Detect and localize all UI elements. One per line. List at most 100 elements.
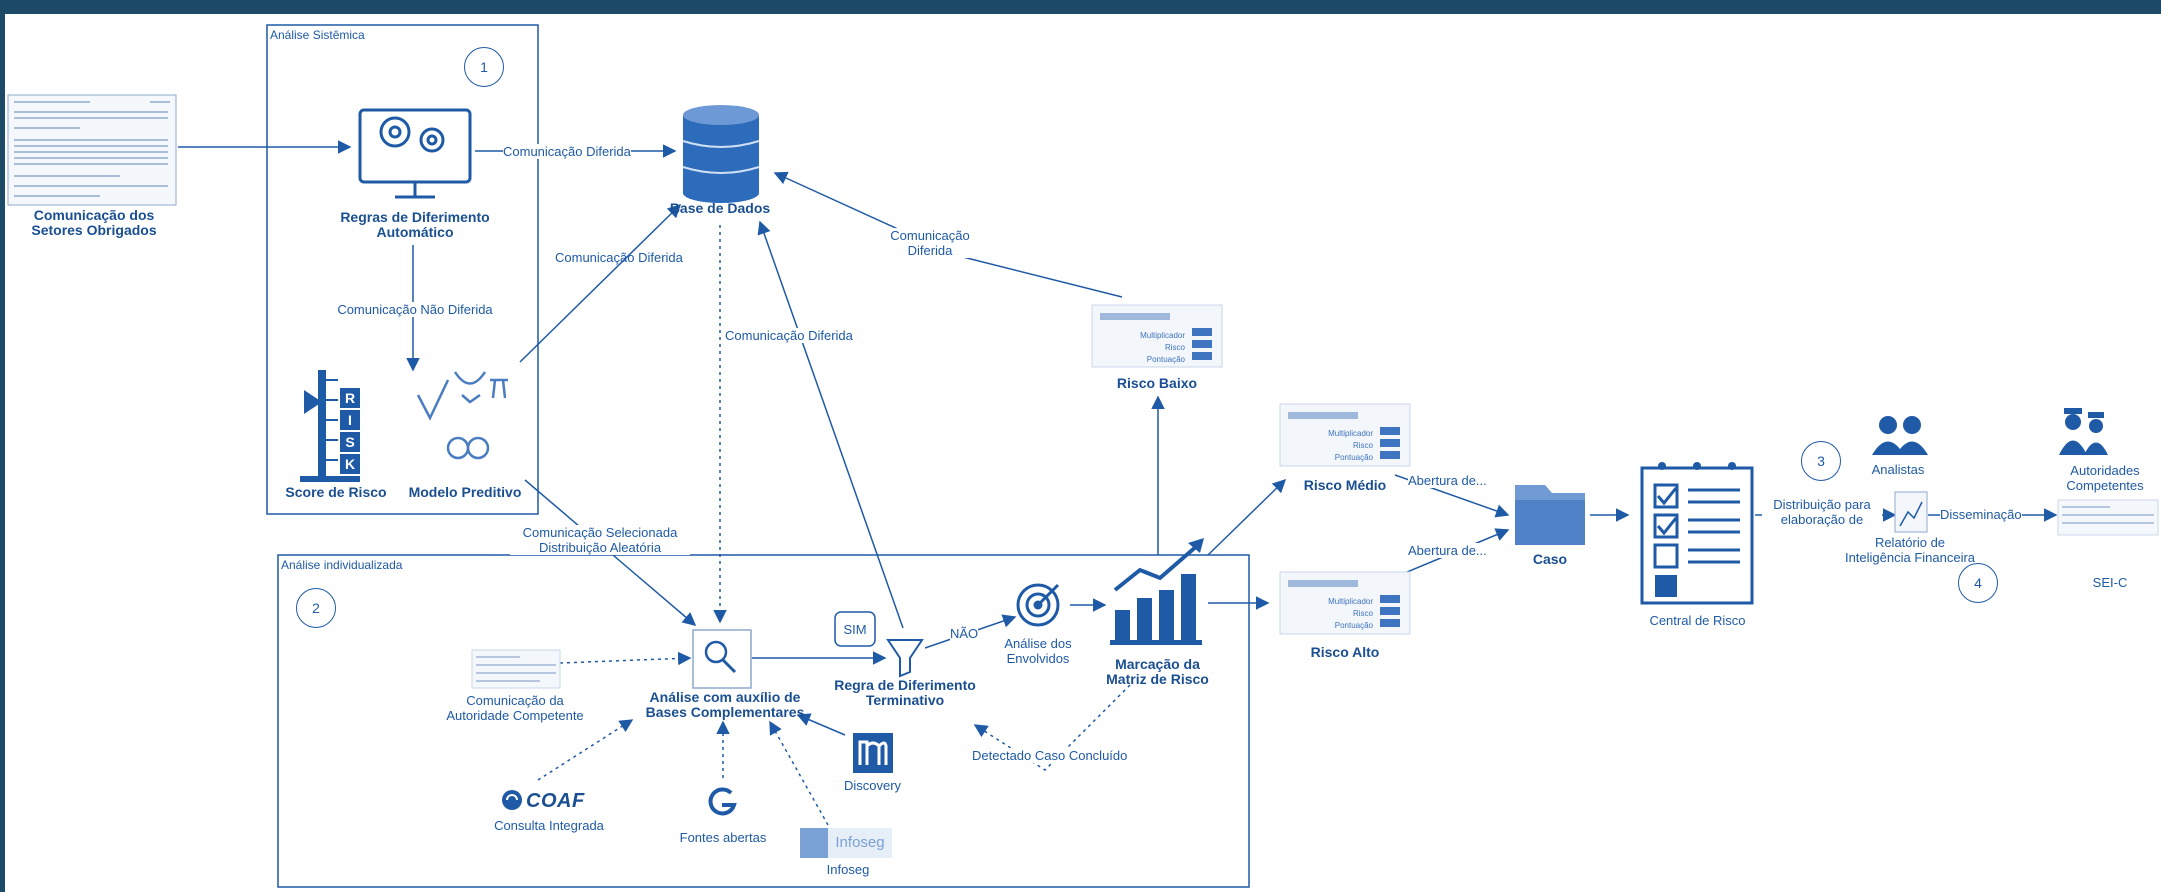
marcacao-matriz-line2: Matriz de Risco bbox=[1106, 671, 1209, 687]
edge-label-comunicacao-diferida-4: Comunicação Diferida bbox=[880, 228, 980, 258]
sim-label: SIM bbox=[843, 622, 867, 637]
clipboard-icon bbox=[1640, 462, 1754, 605]
analise-sistemica-box bbox=[266, 24, 539, 515]
edge-label-distribuicao-line1: Distribuição para bbox=[1773, 497, 1871, 512]
edge-label-selecionada-line2: Distribuição Aleatória bbox=[538, 540, 662, 555]
risk-card-medio-fields: Multiplicador Risco Pontuação bbox=[1313, 428, 1373, 464]
base-dados-label: Base de Dados bbox=[669, 200, 771, 216]
sim-box bbox=[834, 611, 876, 647]
risk-card-medio bbox=[1279, 403, 1411, 467]
relatorio-line1: Relatório de bbox=[1874, 535, 1946, 550]
edge-label-comunicacao-diferida-3: Comunicação Diferida bbox=[725, 328, 853, 343]
step-3-badge: 3 bbox=[1801, 441, 1841, 481]
comunicacao-autoridade-line2: Autoridade Competente bbox=[446, 708, 584, 723]
risk-card-baixo-risco: Risco bbox=[1164, 343, 1185, 352]
edge-label-comunicacao-diferida-4-line2: Diferida bbox=[907, 243, 953, 258]
officers-icon bbox=[2059, 408, 2108, 455]
risk-card-medio-pontuacao: Pontuação bbox=[1334, 453, 1373, 462]
regra-terminativo-line2: Terminativo bbox=[865, 692, 945, 708]
analise-envolvidos-line1: Análise dos bbox=[1004, 636, 1072, 651]
svg-text:K: K bbox=[345, 456, 355, 472]
infoseg-label: Infoseg bbox=[826, 862, 870, 877]
edge-label-nao-diferida: Comunicação Não Diferida bbox=[330, 302, 500, 317]
google-icon bbox=[708, 787, 737, 816]
edge-matriz-to-regra bbox=[973, 684, 1131, 771]
risk-card-alto-fields: Multiplicador Risco Pontuação bbox=[1313, 596, 1373, 632]
risco-medio-label: Risco Médio bbox=[1303, 477, 1387, 493]
coaf-logo-text: COAF bbox=[526, 790, 585, 812]
target-icon bbox=[1016, 583, 1060, 627]
analise-auxilio-label: Análise com auxílio de Bases Complementa… bbox=[625, 690, 825, 720]
risk-card-medio-risco: Risco bbox=[1352, 441, 1373, 450]
relatorio-line2: Inteligência Financeira bbox=[1844, 550, 1976, 565]
edge-infoseg-to-analise bbox=[769, 720, 829, 826]
edge-coaf-to-analise bbox=[537, 719, 634, 781]
comunicacao-setores-label: Comunicação dos Setores Obrigados bbox=[14, 208, 174, 238]
edge-autoridade-to-analise bbox=[559, 651, 692, 666]
funnel-icon bbox=[886, 639, 924, 678]
authority-document-icon bbox=[471, 649, 561, 689]
analise-sistemica-title: Análise Sistêmica bbox=[270, 28, 365, 42]
caso-label: Caso bbox=[1532, 551, 1568, 567]
top-border bbox=[0, 0, 2161, 14]
relatorio-label: Relatório de Inteligência Financeira bbox=[1840, 535, 1980, 565]
marcacao-matriz-line1: Marcação da bbox=[1115, 656, 1200, 672]
risk-card-alto-risco: Risco bbox=[1352, 609, 1373, 618]
edge-label-abertura-2: Abertura de... bbox=[1408, 543, 1487, 558]
risk-card-baixo bbox=[1091, 304, 1223, 368]
risk-card-alto-multiplicador: Multiplicador bbox=[1328, 597, 1373, 606]
sei-c-label: SEI-C bbox=[2092, 575, 2128, 590]
people-icon bbox=[1872, 416, 1928, 455]
comunicacao-autoridade-label: Comunicação da Autoridade Competente bbox=[440, 693, 590, 723]
analise-envolvidos-line2: Envolvidos bbox=[1006, 651, 1070, 666]
autoridades-line2: Competentes bbox=[2066, 478, 2144, 493]
edge-label-distribuicao-line2: elaboração de bbox=[1780, 512, 1864, 527]
svg-text:R: R bbox=[345, 390, 355, 406]
autoridades-line1: Autoridades bbox=[2070, 463, 2140, 478]
discovery-label: Discovery bbox=[843, 778, 902, 793]
edge-label-disseminacao: Disseminação bbox=[1940, 507, 2022, 522]
autoridades-label: Autoridades Competentes bbox=[2050, 463, 2160, 493]
infoseg-logo-mark bbox=[800, 828, 892, 858]
edge-label-selecionada-line1: Comunicação Selecionada bbox=[522, 525, 678, 540]
edge-discovery-to-analise bbox=[796, 713, 846, 736]
modelo-preditivo-label: Modelo Preditivo bbox=[408, 484, 522, 500]
sei-document-icon bbox=[2057, 499, 2159, 536]
analise-auxilio-line1: Análise com auxílio de bbox=[649, 689, 801, 705]
edge-label-abertura-1: Abertura de... bbox=[1408, 473, 1487, 488]
database-icon bbox=[682, 105, 760, 203]
formula-icon bbox=[416, 371, 508, 460]
analise-individualizada-box bbox=[277, 554, 1250, 888]
fontes-abertas-label: Fontes abertas bbox=[679, 830, 767, 845]
edge-label-nao: NÃO bbox=[950, 626, 979, 641]
svg-text:S: S bbox=[345, 434, 354, 450]
analise-auxilio-line2: Bases Complementares bbox=[645, 704, 805, 720]
analistas-label: Analistas bbox=[1871, 462, 1925, 477]
regras-diferimento-line1: Regras de Diferimento bbox=[340, 209, 490, 225]
regras-diferimento-line2: Automático bbox=[376, 224, 454, 240]
score-risco-label: Score de Risco bbox=[285, 484, 387, 500]
edge-regra-term-to-base bbox=[757, 220, 904, 629]
step-1-badge: 1 bbox=[464, 47, 504, 87]
risk-card-medio-multiplicador: Multiplicador bbox=[1328, 429, 1373, 438]
gears-monitor-icon bbox=[358, 108, 472, 199]
coaf-logo bbox=[502, 790, 522, 810]
risco-baixo-label: Risco Baixo bbox=[1116, 375, 1198, 391]
regra-terminativo-label: Regra de Diferimento Terminativo bbox=[820, 678, 990, 708]
edge-label-detectado: Detectado Caso Concluído bbox=[972, 748, 1128, 763]
edge-matriz-to-medio bbox=[1207, 478, 1287, 556]
comunicacao-setores-line2: Setores Obrigados bbox=[31, 222, 157, 238]
regras-diferimento-label: Regras de Diferimento Automático bbox=[330, 210, 500, 240]
discovery-logo bbox=[853, 733, 893, 773]
risk-card-baixo-pontuacao: Pontuação bbox=[1146, 355, 1185, 364]
step-4-badge: 4 bbox=[1958, 563, 1998, 603]
edge-label-comunicacao-diferida-1: Comunicação Diferida bbox=[503, 144, 631, 159]
document-icon bbox=[7, 94, 177, 206]
central-risco-label: Central de Risco bbox=[1649, 613, 1746, 628]
analise-envolvidos-label: Análise dos Envolvidos bbox=[993, 636, 1083, 666]
risk-card-baixo-fields: Multiplicador Risco Pontuação bbox=[1125, 330, 1185, 366]
edge-label-comunicacao-diferida-2: Comunicação Diferida bbox=[555, 250, 683, 265]
report-icon bbox=[1894, 491, 1928, 533]
